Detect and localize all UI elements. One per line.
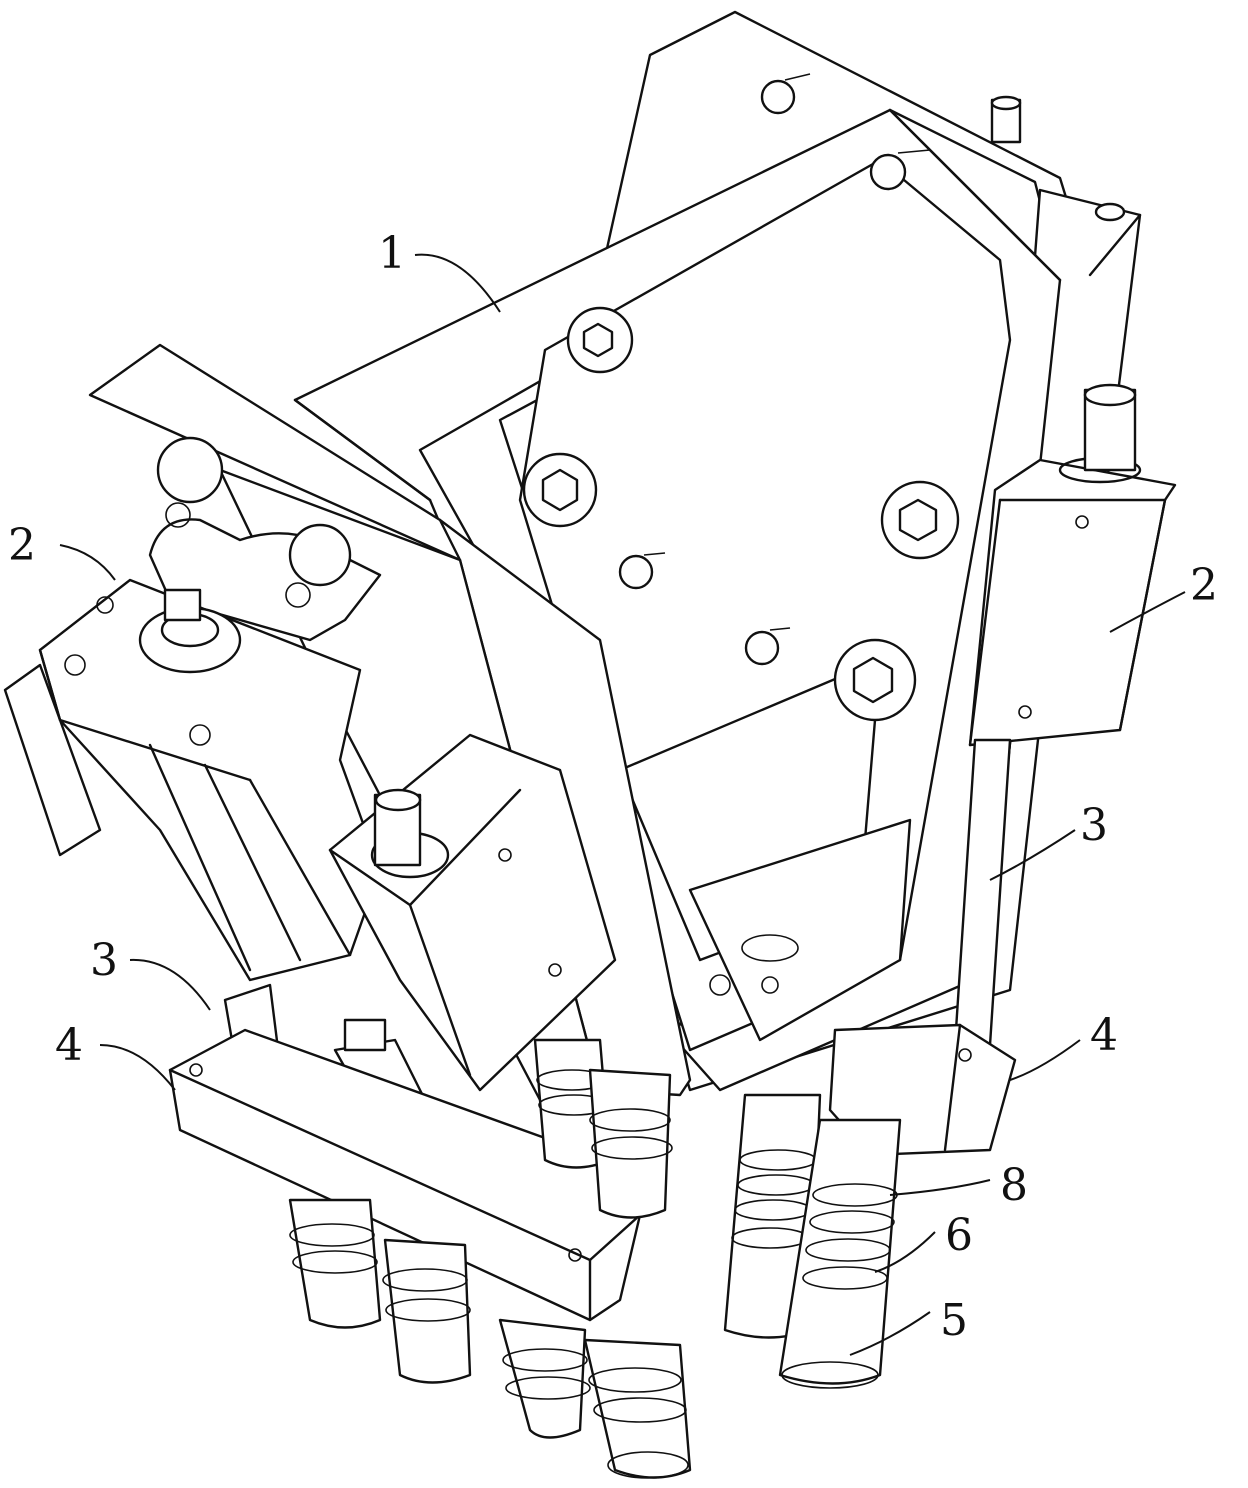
left-nozzle bbox=[383, 1240, 470, 1383]
leader-4-left bbox=[100, 1045, 175, 1090]
callout-8: 8 bbox=[1000, 1160, 1028, 1211]
central-plate bbox=[520, 160, 1010, 1050]
callout-3-right: 3 bbox=[1080, 800, 1108, 851]
left-guide-block bbox=[330, 735, 615, 1090]
hex-socket-screw bbox=[835, 640, 915, 720]
rear-nozzle bbox=[535, 1040, 672, 1218]
leader-3-left bbox=[130, 960, 210, 1010]
hex-socket-screw bbox=[568, 308, 632, 372]
right-guide-block bbox=[970, 385, 1175, 745]
left-nozzle bbox=[290, 1200, 380, 1328]
callout-5: 5 bbox=[940, 1295, 968, 1346]
callout-labels: 1 2 2 3 3 4 4 8 6 5 bbox=[8, 228, 1218, 1346]
leader-3-right bbox=[990, 830, 1075, 880]
leader-lines bbox=[60, 255, 1185, 1355]
leader-1 bbox=[415, 255, 500, 312]
callout-4-right: 4 bbox=[1090, 1010, 1118, 1061]
leader-6 bbox=[875, 1232, 935, 1272]
left-nozzle bbox=[500, 1320, 590, 1438]
clamp-bracket bbox=[150, 438, 380, 640]
leader-2-right bbox=[1110, 592, 1185, 632]
left-nozzle bbox=[585, 1340, 690, 1478]
dowel-pin bbox=[620, 74, 930, 664]
callout-2-right: 2 bbox=[1190, 560, 1218, 611]
leader-8 bbox=[890, 1180, 990, 1195]
callout-4-left: 4 bbox=[55, 1020, 83, 1071]
hex-socket-screw bbox=[524, 454, 596, 526]
right-nozzle-front bbox=[780, 1120, 900, 1388]
leader-5 bbox=[850, 1312, 930, 1355]
leader-2-left bbox=[60, 545, 115, 580]
callout-3-left: 3 bbox=[90, 935, 118, 986]
leader-4-right bbox=[1010, 1040, 1080, 1080]
top-pin bbox=[992, 97, 1124, 220]
callout-6: 6 bbox=[945, 1210, 973, 1261]
callout-1: 1 bbox=[378, 228, 406, 279]
left-lower-plate bbox=[170, 1030, 640, 1320]
callout-2-left: 2 bbox=[8, 520, 36, 571]
hex-socket-screw bbox=[882, 482, 958, 558]
